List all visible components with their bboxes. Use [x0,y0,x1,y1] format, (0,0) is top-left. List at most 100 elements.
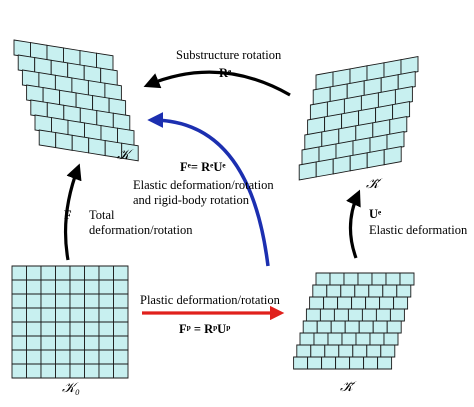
lattice-cell [55,265,71,281]
arrow-total-deformation [63,163,82,261]
label-substructure-symbol: Rᵉ [219,66,232,80]
lattice-cell [26,335,42,351]
label-configuration-current: 𝒦 [117,148,131,163]
lattice-cell [98,363,114,379]
lattice-cell [323,296,339,310]
lattice-cell [337,296,353,310]
lattice-cell [11,293,27,309]
lattice-cell [366,344,382,358]
lattice-cell [296,344,312,358]
lattice-cell [34,114,52,134]
label-elastic-full-line1: Elastic deformation/rotation [133,178,274,192]
lattice-cell [315,158,334,178]
lattice-cell [343,272,359,286]
lattice-cell [313,332,329,346]
lattice-cell [98,265,114,281]
lattice-cell [347,308,363,322]
lattice-cell [369,332,385,346]
label-elastic-symbol: Uᵉ [369,207,382,221]
arrow-substructure-rotation [143,70,291,97]
lattice-cell [55,307,71,323]
lattice-cell [88,137,106,157]
grid-intermediate-configuration [298,56,419,181]
lattice-cell [338,344,354,358]
lattice-cell [11,307,27,323]
lattice-cell [315,272,331,286]
lattice-cell [84,307,100,323]
lattice-cell [40,349,56,365]
lattice-cell [397,71,416,91]
grid-initial-configuration [11,265,129,379]
lattice-cell [98,321,114,337]
lattice-cell [349,356,365,370]
lattice-cell [84,293,100,309]
lattice-cell [385,272,401,286]
arrow-elastic-deformation [346,189,361,259]
lattice-cell [84,265,100,281]
lattice-cell [98,307,114,323]
lattice-cell [26,293,42,309]
lattice-cell [84,363,100,379]
lattice-cell [361,308,377,322]
lattice-cell [327,332,343,346]
lattice-cell [332,155,351,175]
label-elastic-full-line2: and rigid-body rotation [133,193,249,207]
lattice-cell [11,335,27,351]
lattice-cell [324,344,340,358]
lattice-cell [321,356,337,370]
lattice-cell [349,152,368,172]
lattice-cell [330,320,346,334]
lattice-cell [298,161,317,181]
lattice-cell [26,349,42,365]
lattice-cell [368,284,384,298]
lattice-cell [84,279,100,295]
lattice-cell [40,307,56,323]
lattice-cell [400,56,419,76]
lattice-cell [113,265,129,281]
lattice-cell [17,54,36,74]
lattice-cell [377,356,393,370]
lattice-cell [98,293,114,309]
label-substructure-rotation: Substructure rotation [176,48,282,62]
lattice-cell [293,356,309,370]
lattice-cell [305,308,321,322]
arrow-elastic-deformation-rotation [147,112,270,267]
lattice-cell [69,279,85,295]
lattice-cell [326,284,342,298]
lattice-cell [399,272,415,286]
lattice-cell [26,84,44,104]
lattice-cell [11,321,27,337]
lattice-cell [113,349,129,365]
lattice-cell [11,363,27,379]
lattice-cell [310,344,326,358]
lattice-cell [372,320,388,334]
lattice-cell [69,321,85,337]
lattice-cell [309,296,325,310]
lattice-cell [380,344,396,358]
lattice-cell [55,279,71,295]
lattice-cell [98,279,114,295]
grid-plastic-configuration [293,272,415,370]
lattice-cell [69,363,85,379]
lattice-cell [30,99,48,119]
label-plastic-deformation: Plastic deformation/rotation [140,293,280,307]
lattice-cell [329,272,345,286]
lattice-cell [55,335,71,351]
lattice-cell [84,335,100,351]
lattice-cell [84,321,100,337]
lattice-cell [11,349,27,365]
lattice-cell [26,321,42,337]
lattice-cell [113,335,129,351]
lattice-cell [393,296,409,310]
lattice-cell [358,320,374,334]
label-elastic-deformation: Elastic deformation [369,223,468,237]
lattice-cell [26,363,42,379]
lattice-cell [312,284,328,298]
lattice-cell [386,131,405,151]
label-elastic-full-formula: Fᵉ= RᵉUᵉ [180,160,226,174]
lattice-cell [307,356,323,370]
lattice-cell [366,149,385,169]
lattice-cell [38,129,57,149]
